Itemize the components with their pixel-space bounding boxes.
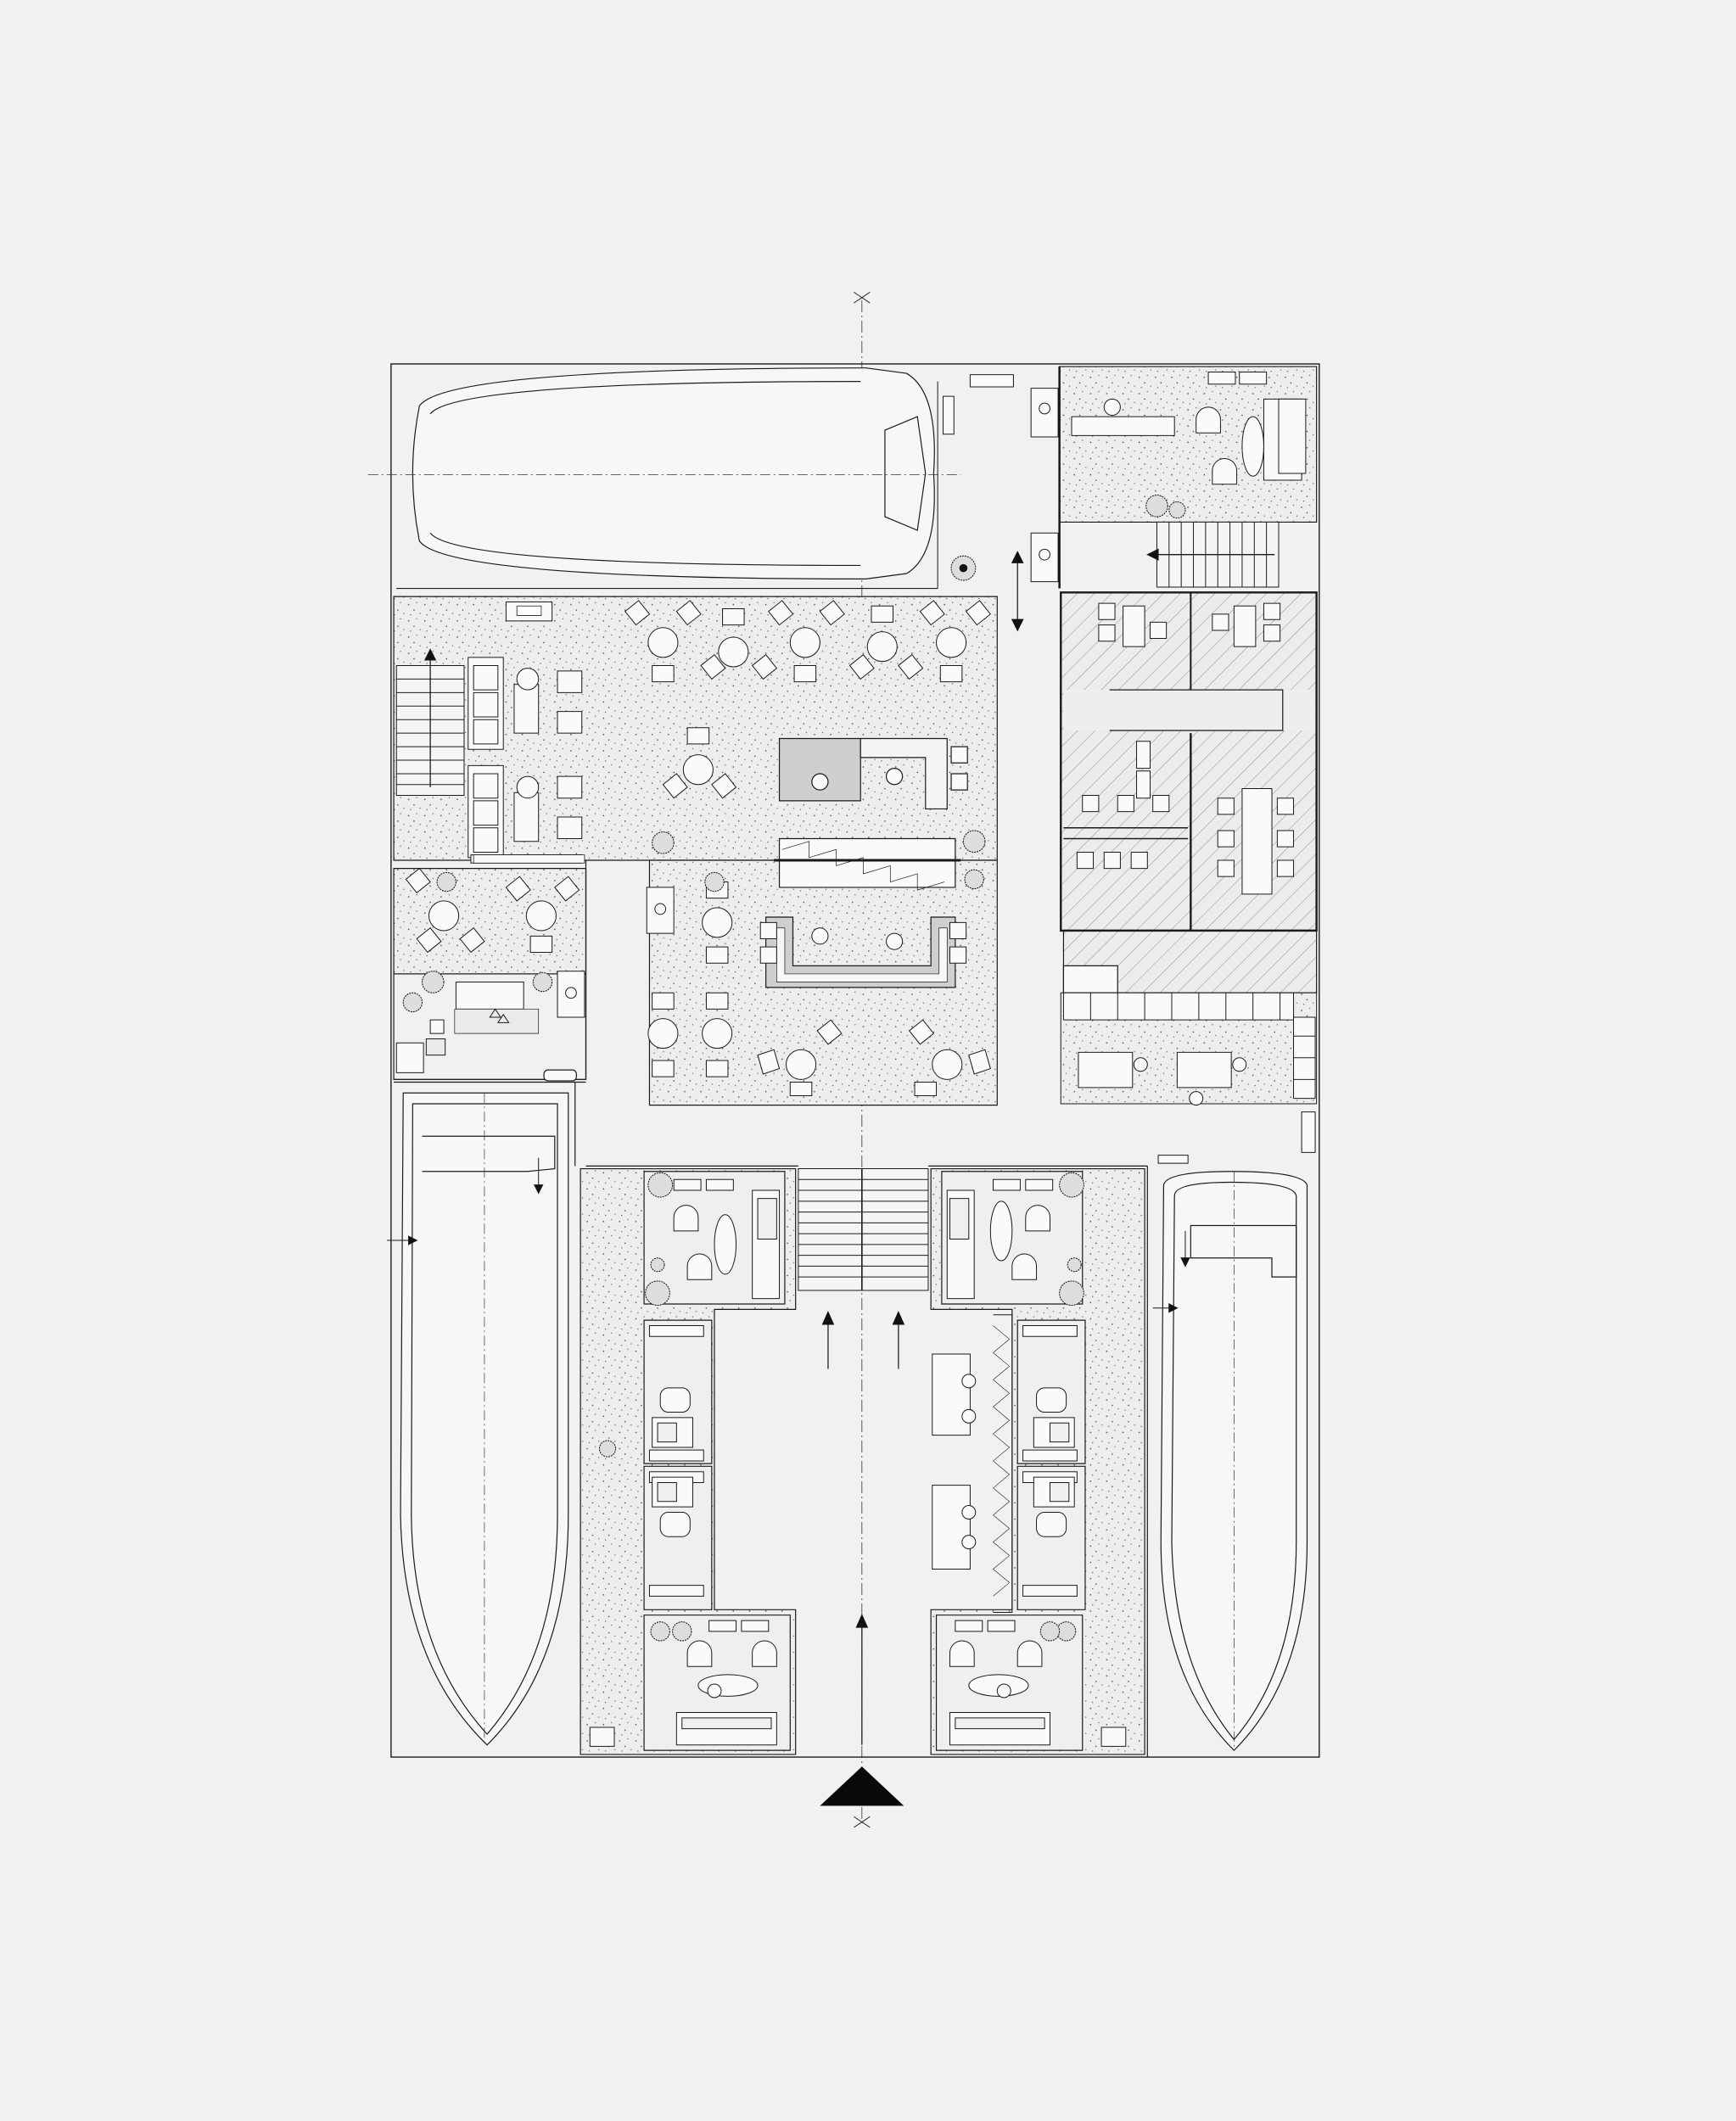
table-icon xyxy=(648,628,678,658)
bin xyxy=(970,375,1013,387)
chair-icon xyxy=(1017,1641,1042,1666)
desk xyxy=(932,1486,971,1570)
table-icon xyxy=(1242,417,1264,476)
boat-icon-right xyxy=(1153,1172,1308,1750)
conference-table xyxy=(1242,789,1272,894)
table-icon xyxy=(790,628,820,658)
chair-icon xyxy=(1099,603,1115,619)
arrow-icon xyxy=(1012,552,1023,630)
table-icon xyxy=(719,637,748,667)
table-icon xyxy=(514,792,539,841)
table-icon xyxy=(703,908,732,937)
person-icon xyxy=(812,774,828,790)
table-icon xyxy=(787,1049,816,1079)
person-icon xyxy=(1190,1092,1203,1105)
chair-icon xyxy=(557,712,582,734)
table-icon xyxy=(429,901,459,931)
chair-icon xyxy=(706,993,728,1009)
plant-icon xyxy=(951,556,976,580)
chair-icon xyxy=(1037,1388,1067,1413)
chair-icon xyxy=(1026,1206,1050,1231)
person-icon xyxy=(1134,1058,1147,1072)
desk xyxy=(932,1354,971,1435)
chair-icon xyxy=(1012,1254,1037,1279)
person-icon xyxy=(708,1684,721,1698)
bar-counter xyxy=(766,917,955,988)
chair-icon xyxy=(687,1254,712,1279)
staircase-icon xyxy=(396,649,464,795)
chair-icon xyxy=(557,671,582,693)
arrow-icon xyxy=(823,1312,904,1745)
chair-icon xyxy=(1104,399,1120,415)
table-icon xyxy=(1234,606,1256,646)
chair-icon xyxy=(949,1641,974,1666)
chair-icon xyxy=(625,601,650,625)
chair-icon xyxy=(1196,407,1221,433)
table-icon xyxy=(990,1201,1012,1261)
table-icon xyxy=(932,1049,962,1079)
chair-icon xyxy=(1212,458,1237,484)
chair-icon xyxy=(557,776,582,798)
chair-icon xyxy=(660,1513,690,1537)
plant-icon xyxy=(652,831,985,853)
chair-icon xyxy=(1037,1513,1067,1537)
staircase-icon xyxy=(798,1169,928,1290)
desk xyxy=(1078,1052,1133,1087)
chair-icon xyxy=(660,1388,690,1413)
person-icon xyxy=(812,928,828,944)
plant-icon xyxy=(403,872,552,1011)
north-arrow-icon xyxy=(820,1766,904,1806)
sofa-icon xyxy=(1279,399,1306,473)
plant-icon xyxy=(705,870,984,892)
reception-desk xyxy=(396,887,674,1072)
table-icon xyxy=(714,1215,736,1274)
chair-icon xyxy=(557,817,582,839)
plant-icon xyxy=(599,1172,1084,1641)
partition-wall xyxy=(473,839,960,891)
staircase-icon xyxy=(1147,522,1279,587)
plant-icon xyxy=(1146,495,1185,518)
boat-icon-left xyxy=(387,1070,576,1745)
person-icon xyxy=(1233,1058,1246,1072)
boat-icon-top xyxy=(368,368,960,589)
table-icon xyxy=(1123,606,1145,646)
table-icon xyxy=(969,1675,1028,1697)
chair-icon xyxy=(687,1641,712,1666)
bar-counter xyxy=(780,739,968,809)
table-icon xyxy=(937,628,966,658)
chair-icon xyxy=(753,1641,777,1666)
table-icon xyxy=(526,901,556,931)
table-icon xyxy=(698,1675,758,1697)
office-block xyxy=(1061,592,1316,993)
table-icon xyxy=(514,685,539,733)
table-icon xyxy=(867,632,897,662)
kitchen-area xyxy=(1061,993,1316,1163)
section-cut-marker-icon xyxy=(854,292,870,1827)
chair-icon xyxy=(674,1206,698,1231)
person-icon xyxy=(997,1684,1011,1698)
table-icon xyxy=(683,755,713,785)
desk xyxy=(1177,1052,1231,1087)
person-icon xyxy=(887,933,903,949)
bottom-right-wing xyxy=(931,1169,1145,1754)
desk xyxy=(1072,417,1174,435)
chair-icon xyxy=(652,993,675,1009)
person-icon xyxy=(887,769,903,785)
bin xyxy=(944,396,955,434)
chair-icon xyxy=(706,947,728,963)
building-outline xyxy=(391,364,1319,1757)
